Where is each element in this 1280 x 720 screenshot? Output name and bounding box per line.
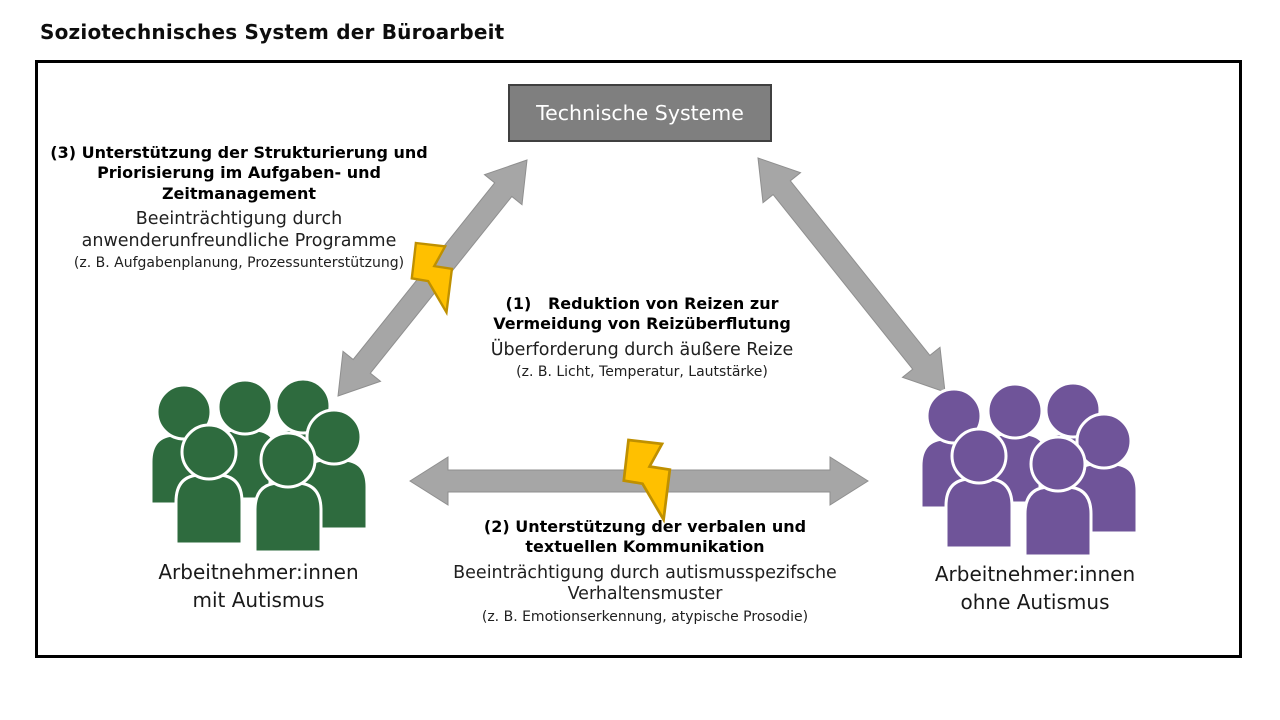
relation-1-impairment: Überforderung durch äußere Reize — [490, 339, 794, 360]
relation-3-heading: (3) Unterstützung der Strukturierung und… — [50, 143, 428, 203]
relation-2-heading: (2) Unterstützung der verbalen und textu… — [483, 517, 807, 557]
relation-2-examples: (z. B. Emotionserkennung, atypische Pros… — [481, 609, 809, 625]
relation-2-impairment: Beeinträchtigung durch autismusspezifsch… — [453, 562, 837, 605]
relation-1-heading: (1) Reduktion von Reizen zur Vermeidung … — [493, 294, 791, 334]
relation-1-examples: (z. B. Licht, Temperatur, Lautstärke) — [516, 364, 768, 381]
page-title: Soziotechnisches System der Büroarbeit — [40, 20, 505, 44]
technical-systems-box: Technische Systeme — [508, 84, 772, 142]
diagram-frame — [35, 60, 1242, 658]
label-workers-without-autism: Arbeitnehmer:innen ohne Autismus — [934, 562, 1136, 614]
label-workers-with-autism: Arbeitnehmer:innen mit Autismus — [158, 560, 359, 612]
annotation-relation-2: (2) Unterstützung der verbalen und textu… — [425, 517, 865, 626]
relation-3-impairment: Beeinträchtigung durch anwenderunfreundl… — [81, 208, 397, 251]
technical-systems-label: Technische Systeme — [536, 101, 744, 125]
annotation-relation-3: (3) Unterstützung der Strukturierung und… — [36, 143, 442, 273]
annotation-relation-1: (1) Reduktion von Reizen zur Vermeidung … — [452, 294, 832, 382]
relation-3-examples: (z. B. Aufgabenplanung, Prozessunterstüt… — [73, 255, 405, 272]
